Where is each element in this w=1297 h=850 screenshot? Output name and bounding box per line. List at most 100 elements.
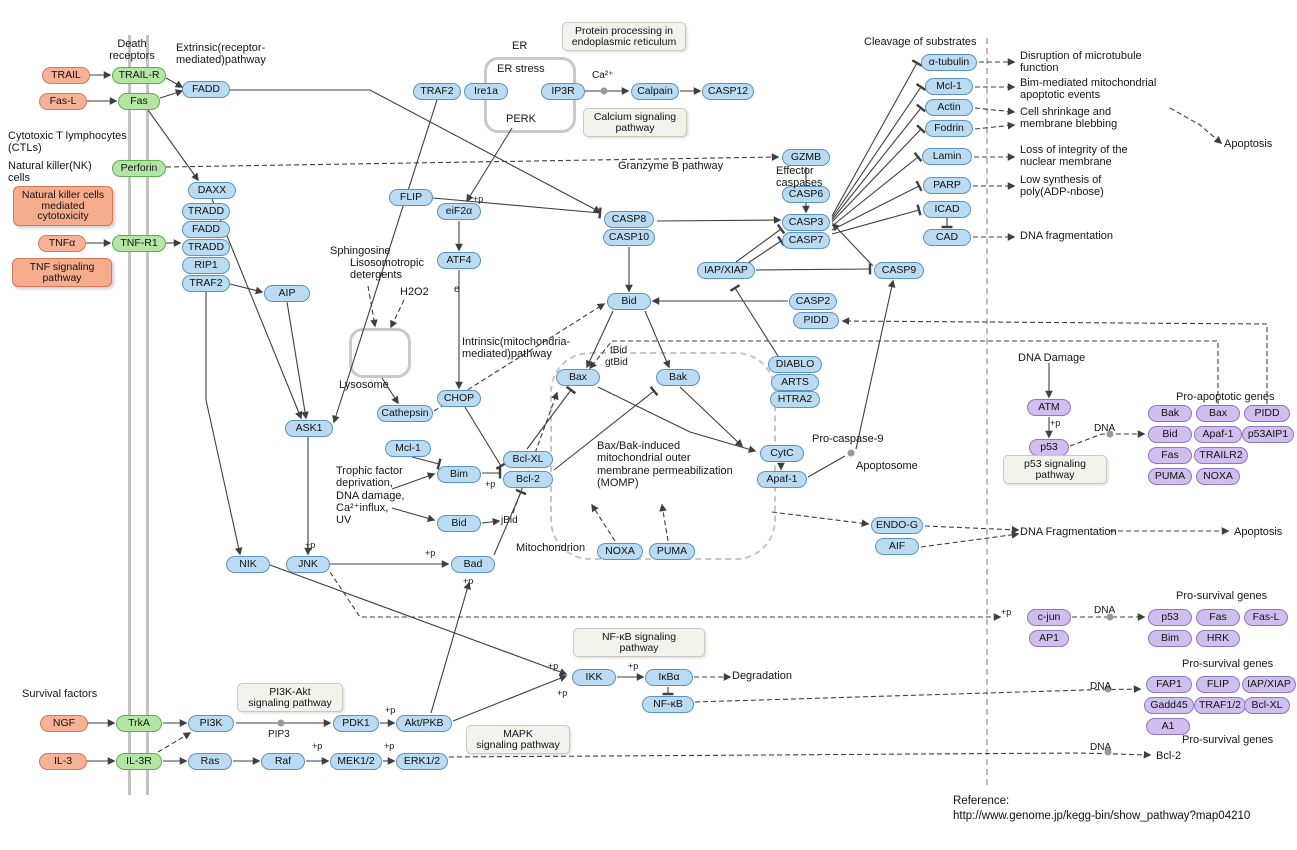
node-mek12[interactable]: MEK1/2 [330, 753, 382, 770]
node-casp6[interactable]: CASP6 [782, 186, 830, 203]
node-daxx[interactable]: DAXX [188, 182, 236, 199]
node-p53path[interactable]: p53 signaling pathway [1003, 455, 1107, 485]
node-mcl1b[interactable]: Mcl-1 [385, 440, 431, 457]
node-flip[interactable]: FLIP [389, 189, 433, 206]
node-g-bak[interactable]: Bak [1148, 405, 1192, 422]
reference-url[interactable]: http://www.genome.jp/kegg-bin/show_pathw… [953, 810, 1251, 822]
node-tnf-box[interactable]: TNF signaling pathway [12, 258, 112, 288]
node-pdk1[interactable]: PDK1 [333, 715, 379, 732]
node-g-fas2[interactable]: Fas [1196, 609, 1240, 626]
node-g-bid[interactable]: Bid [1148, 426, 1192, 443]
node-tnfr1[interactable]: TNF-R1 [112, 235, 166, 252]
node-g-apaf1[interactable]: Apaf-1 [1194, 426, 1242, 443]
node-aip[interactable]: AIP [264, 285, 310, 302]
node-g-traf12[interactable]: TRAF1/2 [1194, 697, 1246, 714]
node-parp[interactable]: PARP [923, 177, 971, 194]
node-g-bax[interactable]: Bax [1196, 405, 1240, 422]
node-mapk[interactable]: MAPK signaling pathway [466, 725, 570, 755]
node-casp9[interactable]: CASP9 [874, 262, 924, 279]
node-trail[interactable]: TRAIL [42, 67, 90, 84]
node-htra2[interactable]: HTRA2 [770, 391, 820, 408]
node-pp-er[interactable]: Protein processing in endoplasmic reticu… [562, 22, 686, 52]
node-endog[interactable]: ENDO-G [871, 517, 923, 534]
node-calcium[interactable]: Calcium signaling pathway [583, 108, 687, 138]
node-casp8[interactable]: CASP8 [604, 211, 654, 228]
node-g-fasl[interactable]: Fas-L [1244, 609, 1288, 626]
node-casp7[interactable]: CASP7 [782, 232, 830, 249]
node-ask1[interactable]: ASK1 [285, 420, 333, 437]
node-trailr[interactable]: TRAIL-R [112, 67, 166, 84]
node-g-noxa[interactable]: NOXA [1196, 468, 1240, 485]
node-fadd2[interactable]: FADD [182, 221, 230, 238]
node-cjun[interactable]: c-jun [1027, 609, 1071, 626]
node-ip3r[interactable]: IP3R [541, 83, 585, 100]
node-fas[interactable]: Fas [118, 93, 160, 110]
node-ikk[interactable]: IKK [572, 669, 616, 686]
node-mcl1a[interactable]: Mcl-1 [925, 78, 973, 95]
node-puma[interactable]: PUMA [649, 543, 695, 560]
node-casp10[interactable]: CASP10 [603, 229, 655, 246]
node-noxa[interactable]: NOXA [597, 543, 643, 560]
node-traf2top[interactable]: TRAF2 [413, 83, 461, 100]
node-tradd1[interactable]: TRADD [182, 203, 230, 220]
node-bad[interactable]: Bad [451, 556, 495, 573]
node-cytc[interactable]: CytC [760, 445, 804, 462]
node-ras[interactable]: Ras [188, 753, 232, 770]
node-casp12[interactable]: CASP12 [702, 83, 754, 100]
node-tradd2[interactable]: TRADD [182, 239, 230, 256]
node-diablo[interactable]: DIABLO [768, 356, 822, 373]
node-bax[interactable]: Bax [556, 369, 600, 386]
node-gzmb[interactable]: GZMB [782, 149, 830, 166]
node-atf4[interactable]: ATF4 [437, 252, 481, 269]
node-g-bclxl[interactable]: Bcl-XL [1244, 697, 1290, 714]
node-bclxl[interactable]: Bcl-XL [503, 451, 553, 468]
node-p53a[interactable]: p53 [1029, 439, 1069, 456]
node-tnfa[interactable]: TNFα [38, 235, 86, 252]
node-calpain[interactable]: Calpain [631, 83, 679, 100]
node-actin[interactable]: Actin [925, 99, 973, 116]
node-traf2b[interactable]: TRAF2 [182, 275, 230, 292]
node-bcl2[interactable]: Bcl-2 [503, 471, 553, 488]
node-bak[interactable]: Bak [656, 369, 700, 386]
node-chop[interactable]: CHOP [437, 390, 481, 407]
node-g-gadd45[interactable]: Gadd45 [1144, 697, 1194, 714]
node-cad[interactable]: CAD [923, 229, 971, 246]
node-trka[interactable]: TrkA [116, 715, 162, 732]
node-atubulin[interactable]: α-tubulin [921, 54, 977, 71]
node-pi3kakt[interactable]: PI3K-Akt signaling pathway [237, 683, 343, 713]
node-rip1[interactable]: RIP1 [182, 257, 230, 274]
node-nfkb[interactable]: NF-κB [642, 696, 694, 713]
node-nk-box[interactable]: Natural killer cells mediated cytotoxici… [13, 186, 113, 227]
node-aif[interactable]: AIF [875, 538, 919, 555]
node-ngf[interactable]: NGF [40, 715, 88, 732]
node-il3[interactable]: IL-3 [39, 753, 87, 770]
node-casp3[interactable]: CASP3 [782, 214, 830, 231]
node-bim[interactable]: Bim [437, 466, 481, 483]
node-g-fap1[interactable]: FAP1 [1146, 676, 1192, 693]
node-raf[interactable]: Raf [261, 753, 305, 770]
node-iapxiap[interactable]: IAP/XIAP [697, 262, 755, 279]
node-g-fas[interactable]: Fas [1148, 447, 1192, 464]
node-arts[interactable]: ARTS [771, 374, 819, 391]
node-g-p53aip1[interactable]: p53AIP1 [1242, 426, 1294, 443]
node-pidd[interactable]: PIDD [793, 312, 839, 329]
node-icad[interactable]: ICAD [923, 201, 971, 218]
node-g-pidd[interactable]: PIDD [1244, 405, 1290, 422]
node-erk12[interactable]: ERK1/2 [396, 753, 448, 770]
node-g-bim[interactable]: Bim [1148, 630, 1192, 647]
node-fadd1[interactable]: FADD [182, 81, 230, 98]
node-perforin[interactable]: Perforin [112, 160, 166, 177]
node-ikba[interactable]: IκBα [645, 669, 693, 686]
node-eif2a[interactable]: eiF2α [437, 203, 481, 220]
node-g-flip[interactable]: FLIP [1196, 676, 1240, 693]
node-fasl[interactable]: Fas-L [39, 93, 87, 110]
node-il3r[interactable]: IL-3R [116, 753, 162, 770]
node-atm[interactable]: ATM [1027, 399, 1071, 416]
node-nik[interactable]: NIK [226, 556, 270, 573]
node-ire1a[interactable]: Ire1a [464, 83, 508, 100]
node-g-hrk[interactable]: HRK [1196, 630, 1240, 647]
node-apaf1[interactable]: Apaf-1 [757, 471, 807, 488]
node-bid2[interactable]: Bid [437, 515, 481, 532]
node-pi3k[interactable]: PI3K [188, 715, 234, 732]
node-aktpkb[interactable]: Akt/PKB [396, 715, 452, 732]
